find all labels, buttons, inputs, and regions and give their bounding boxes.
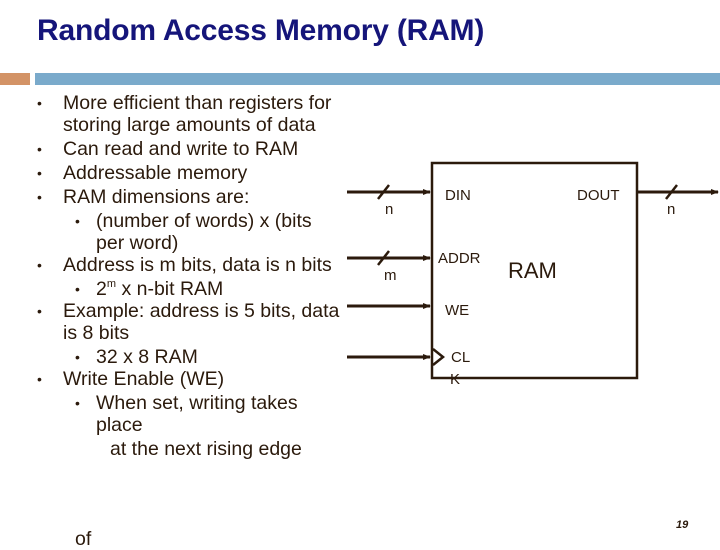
ram-block-label: RAM	[508, 258, 557, 283]
sub-bullet-item: •2m x n-bit RAM	[75, 278, 224, 300]
bus-slash-icon	[377, 184, 390, 200]
bullet-dot: •	[37, 303, 42, 319]
clk-label-line1: CL	[451, 349, 470, 366]
bullet-item: •Address is m bits, data is n bits	[37, 254, 332, 276]
bullet-list: •More efficient than registers for stori…	[0, 92, 345, 460]
clk-input: CL K	[347, 348, 470, 388]
continuation-text: at the next rising edge	[110, 438, 302, 460]
din-label: DIN	[445, 187, 471, 204]
addr-label: ADDR	[438, 250, 481, 267]
sub-bullet-item: •When set, writing takes place	[75, 392, 298, 436]
bullet-dot: •	[37, 95, 42, 111]
we-label: WE	[445, 302, 469, 319]
bullet-dot: •	[37, 165, 42, 181]
bullet-item: •Can read and write to RAM	[37, 138, 299, 160]
slide-title: Random Access Memory (RAM)	[37, 14, 485, 47]
sub-bullet-item: •32 x 8 RAM	[75, 346, 198, 368]
accent-bar-blue	[35, 73, 720, 85]
bullet-dot: •	[75, 395, 80, 411]
addr-input: m ADDR	[347, 250, 481, 284]
bullet-item: •RAM dimensions are:	[37, 186, 250, 208]
bullet-item: •Addressable memory	[37, 162, 248, 184]
din-width-label: n	[385, 201, 393, 218]
accent-bar-orange	[0, 73, 30, 85]
bullet-dot: •	[37, 371, 42, 387]
bus-slash-icon	[377, 250, 390, 266]
bullet-dot: •	[75, 349, 80, 365]
we-input: WE	[347, 302, 469, 319]
clock-triangle-icon	[432, 348, 446, 366]
din-input: n DIN	[347, 184, 471, 218]
page-number: 19	[676, 519, 689, 531]
bullet-dot: •	[37, 141, 42, 157]
dout-output: DOUT n	[577, 184, 719, 218]
bullet-dot: •	[75, 213, 80, 229]
bullet-dot: •	[37, 189, 42, 205]
bullet-dot: •	[75, 281, 80, 297]
ram-block	[430, 161, 639, 380]
addr-width-label: m	[384, 267, 397, 284]
clk-label-line2: K	[450, 371, 460, 388]
dout-label: DOUT	[577, 187, 620, 204]
sub-bullet-item: •(number of words) x (bits per word)	[75, 210, 312, 254]
bullet-item: •Example: address is 5 bits, data is 8 b…	[37, 300, 340, 344]
bullet-item: •Write Enable (WE)	[37, 368, 225, 390]
bus-slash-icon	[665, 184, 678, 200]
bullet-item: •More efficient than registers for stori…	[37, 92, 332, 136]
dout-width-label: n	[667, 201, 675, 218]
bullet-dot: •	[37, 257, 42, 273]
